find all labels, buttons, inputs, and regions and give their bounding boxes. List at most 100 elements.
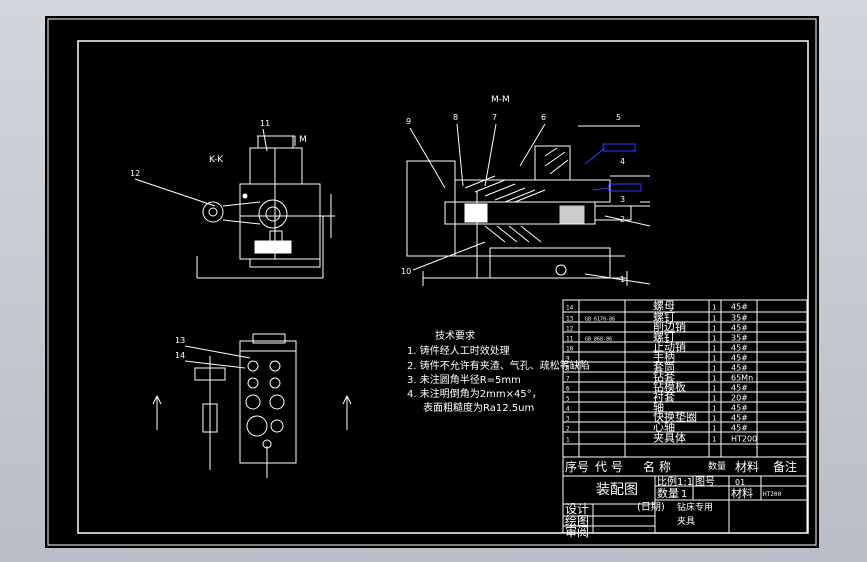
- balloon-11: 11: [260, 119, 270, 128]
- draw-label: 绘图: [565, 513, 589, 528]
- qty-value: 1: [681, 489, 687, 500]
- company-line-2: 夹具: [677, 515, 695, 527]
- bom-row-qty: 1: [712, 436, 716, 444]
- bom-row-mat: 45#: [731, 414, 748, 423]
- bom-row-no: 11: [566, 336, 574, 343]
- bom-row-qty: 1: [712, 325, 716, 333]
- balloon-10: 10: [401, 267, 411, 276]
- bom-row-qty: 1: [712, 385, 716, 393]
- balloon-13: 13: [175, 336, 185, 345]
- balloon-3: 3: [620, 195, 625, 204]
- bom-header-no: 序号: [565, 459, 589, 474]
- technical-requirements: 技术要求 1. 铸件经人工时效处理 2. 铸件不允许有夹渣、气孔、疏松等缺陷 3…: [407, 329, 590, 414]
- balloon-8: 8: [453, 113, 458, 122]
- view-top: [152, 333, 352, 478]
- bom-row-qty: 1: [712, 375, 716, 383]
- design-label: 设计: [565, 502, 589, 516]
- balloon-12: 12: [130, 169, 140, 178]
- bom-header: 序号 代 号 名 称 数量 材料 备注: [565, 459, 797, 474]
- bom-row-name: 快换垫圈: [653, 410, 697, 424]
- tech-line-4: 4. 未注明倒角为2mm×45°，: [407, 387, 542, 400]
- bom-row-no: 7: [566, 376, 570, 383]
- view-mm-label: M-M: [491, 95, 510, 105]
- bom-row-mat: 45#: [731, 303, 748, 312]
- bom-row-qty: 1: [712, 405, 716, 413]
- title-block: [562, 456, 808, 534]
- bom-row-name: 止动销: [653, 340, 686, 354]
- outer-border: [47, 18, 817, 546]
- tech-title: 技术要求: [435, 329, 475, 342]
- inner-border: [77, 40, 809, 534]
- drawing-sheet[interactable]: K-K M 11 12 M-M: [45, 16, 819, 548]
- bom-header-name: 名 称: [643, 459, 671, 474]
- bom-row-mat: 45#: [731, 424, 748, 433]
- bom-row-no: 1: [566, 437, 570, 444]
- bom-row-mat: 45#: [731, 324, 748, 333]
- bom-row-mat: 45#: [731, 404, 748, 413]
- balloon-7: 7: [492, 113, 497, 122]
- bom-row-qty: 1: [712, 304, 716, 312]
- bom-row-name: 轴: [653, 400, 664, 414]
- bom-row-qty: 1: [712, 425, 716, 433]
- balloon-6: 6: [541, 113, 546, 122]
- bom-row-name: 手柄: [653, 350, 675, 364]
- leader-box-lower: [608, 183, 642, 192]
- bom-header-qty: 数量: [708, 460, 726, 472]
- scale-value: 1:1: [677, 477, 693, 488]
- bom-row-name: 套筒: [653, 360, 675, 374]
- bom-row-no: 2: [566, 426, 570, 433]
- assembly-drawing: K-K M 11 12 M-M: [47, 18, 817, 546]
- view-m-label: M: [299, 135, 307, 145]
- sheet-label: 图号: [695, 476, 715, 488]
- tech-line-2: 2. 铸件不允许有夹渣、气孔、疏松等缺陷: [407, 359, 590, 372]
- bom-row-name: 钻模板: [653, 380, 686, 394]
- bom-row-no: 9: [566, 356, 570, 363]
- bom-row-mat: 35#: [731, 314, 748, 323]
- bom-row-mat: 20#: [731, 394, 748, 403]
- bom-row-name: 螺钉: [653, 311, 675, 324]
- sheet-value: 01: [735, 478, 745, 487]
- bom-row-no: 4: [566, 406, 570, 413]
- bom-row-name: 螺钉: [653, 331, 675, 344]
- material-label: 材料: [731, 486, 753, 500]
- bom-row-qty: 1: [712, 335, 716, 343]
- bom-row-name: 夹具体: [653, 431, 686, 445]
- bom-header-code: 代 号: [595, 460, 623, 474]
- bom-row-mat: 45#: [731, 384, 748, 393]
- bom-row-name: 衬套: [653, 391, 675, 404]
- material-value: HT200: [763, 491, 781, 498]
- company-line-1: 钻床专用: [677, 501, 713, 513]
- balloon-9: 9: [406, 117, 411, 126]
- balloon-14: 14: [175, 351, 185, 360]
- drawing-name: 装配图: [596, 482, 638, 498]
- bom-row-mat: 45#: [731, 364, 748, 373]
- bom-row-mat: 65Mn: [731, 374, 753, 383]
- scale-label: 比例: [657, 475, 677, 488]
- bom-row-mat: 35#: [731, 334, 748, 343]
- tech-line-3: 3. 未注圆角半径R=5mm: [407, 373, 521, 386]
- bom-row-no: 10: [566, 346, 574, 353]
- bom-row-no: 14: [566, 305, 574, 312]
- bom-row-qty: 1: [712, 395, 716, 403]
- bom-row-name: 心轴: [653, 420, 675, 434]
- bom-row-name: 削边销: [653, 320, 686, 334]
- bom-row-no: 3: [566, 416, 570, 423]
- bom-row-qty: 1: [712, 415, 716, 423]
- leader-box-upper: [602, 143, 636, 152]
- title-block-text: 装配图 比例 1:1 图号 01 数量 1 材料 HT200 (日期) 设计 绘…: [565, 475, 781, 539]
- bom-row-qty: 1: [712, 345, 716, 353]
- tech-line-1: 1. 铸件经人工时效处理: [407, 344, 510, 357]
- bom-row-no: 13: [566, 316, 574, 323]
- bom-row-code: GB 6170-86: [585, 317, 615, 323]
- bom-row-qty: 1: [712, 365, 716, 373]
- bom-row-no: 6: [566, 386, 570, 393]
- bom-row-mat: 45#: [731, 344, 748, 353]
- bom-header-mat: 材料: [735, 460, 759, 474]
- bom-row-name: 螺母: [653, 300, 675, 313]
- bom-row-qty: 1: [712, 355, 716, 363]
- tech-line-5: 表面粗糙度为Ra12.5um: [423, 401, 534, 414]
- view-mm: M-M: [406, 95, 650, 286]
- balloon-4: 4: [620, 157, 625, 166]
